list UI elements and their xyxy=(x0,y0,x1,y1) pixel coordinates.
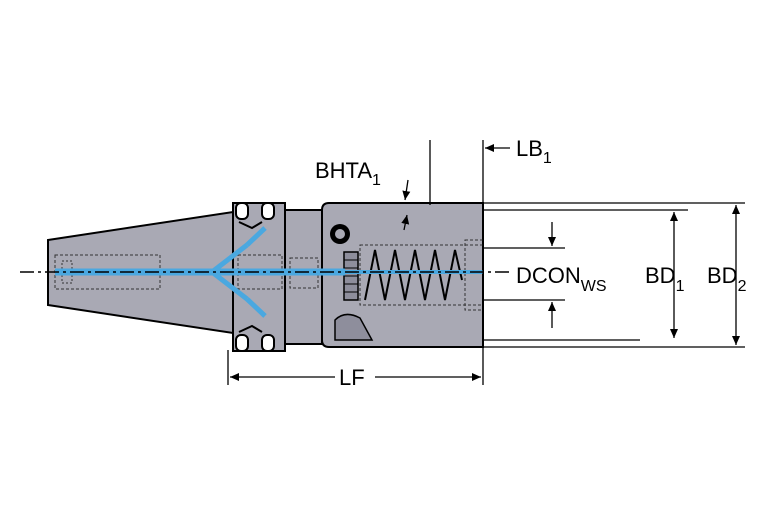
label-bd2-sub: 2 xyxy=(738,278,747,295)
flange xyxy=(232,202,286,352)
label-bhta-sub: 1 xyxy=(372,172,381,189)
label-lb-sub: 1 xyxy=(543,150,552,167)
label-bd2-main: BD xyxy=(707,263,738,288)
label-dcon-main: DCON xyxy=(516,263,581,288)
neck xyxy=(284,209,323,345)
label-lf: LF xyxy=(339,365,365,390)
label-bhta: BHTA1 xyxy=(315,158,381,189)
label-bd1-main: BD xyxy=(645,263,676,288)
label-lf-bg xyxy=(335,366,375,388)
label-dcon-sub: WS xyxy=(581,278,607,295)
holder-body xyxy=(321,202,484,348)
label-bd2: BD2 xyxy=(707,263,747,295)
dimension-lines xyxy=(227,140,745,385)
label-lb-main: LB xyxy=(516,136,543,161)
label-dcon: DCONWS xyxy=(516,263,607,295)
label-bhta-main: BHTA xyxy=(315,158,372,183)
label-bd1: BD1 xyxy=(645,263,685,295)
label-bd1-sub: 1 xyxy=(676,278,685,295)
label-lb: LB1 xyxy=(516,136,552,167)
